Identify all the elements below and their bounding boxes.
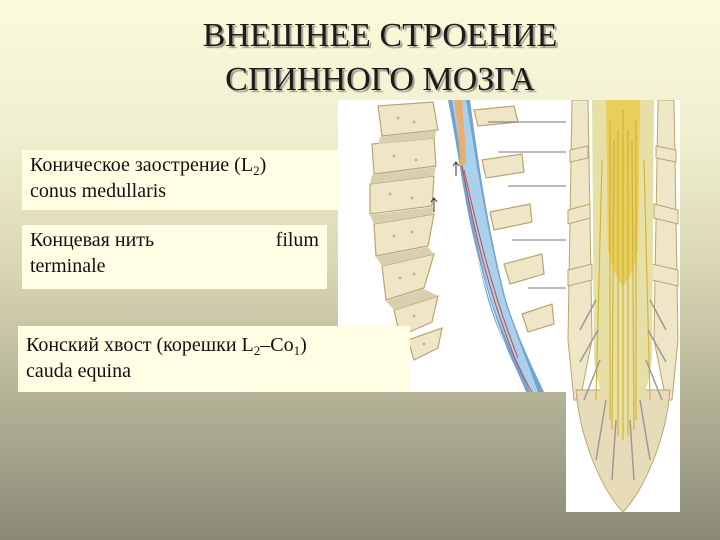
label-filum-ru: Концевая нить [30,229,155,251]
conus-subscript: 2 [253,163,260,178]
cauda-mid-text: –Co [260,334,294,356]
cauda-subscript-2: 1 [293,343,301,358]
label-filum-terminale: Концевая нить filum terminale [22,225,327,289]
cauda-subscript-1: 2 [253,343,261,358]
cauda-ru-text: Конский хвост (корешки L [26,334,254,356]
title-line-1: ВНЕШНЕЕ СТРОЕНИЕ [202,17,558,54]
conus-close-paren: ) [259,154,267,176]
label-conus-lat: conus medullaris [30,180,167,202]
label-cauda-lat: cauda equina [26,360,131,382]
label-filum-lat-b: terminale [30,255,106,277]
label-filum-lat-a: filum [275,229,319,251]
label-cauda-equina: Конский хвост (корешки L2–Co1) cauda equ… [18,326,410,392]
conus-ru-text: Коническое заострение (L [30,154,254,176]
slide-title: ВНЕШНЕЕ СТРОЕНИЕ СПИННОГО МОЗГА [150,14,610,102]
posterior-view-image [566,100,680,512]
title-line-2: СПИННОГО МОЗГА [225,61,535,98]
label-filum-row: Концевая нить filum [30,227,319,253]
label-conus-medullaris: Коническое заострение (L2) conus medulla… [22,150,340,210]
label-conus-ru: Коническое заострение (L2) [30,152,332,178]
cauda-close-paren: ) [300,334,307,356]
label-cauda-ru: Конский хвост (корешки L2–Co1) [26,332,402,358]
